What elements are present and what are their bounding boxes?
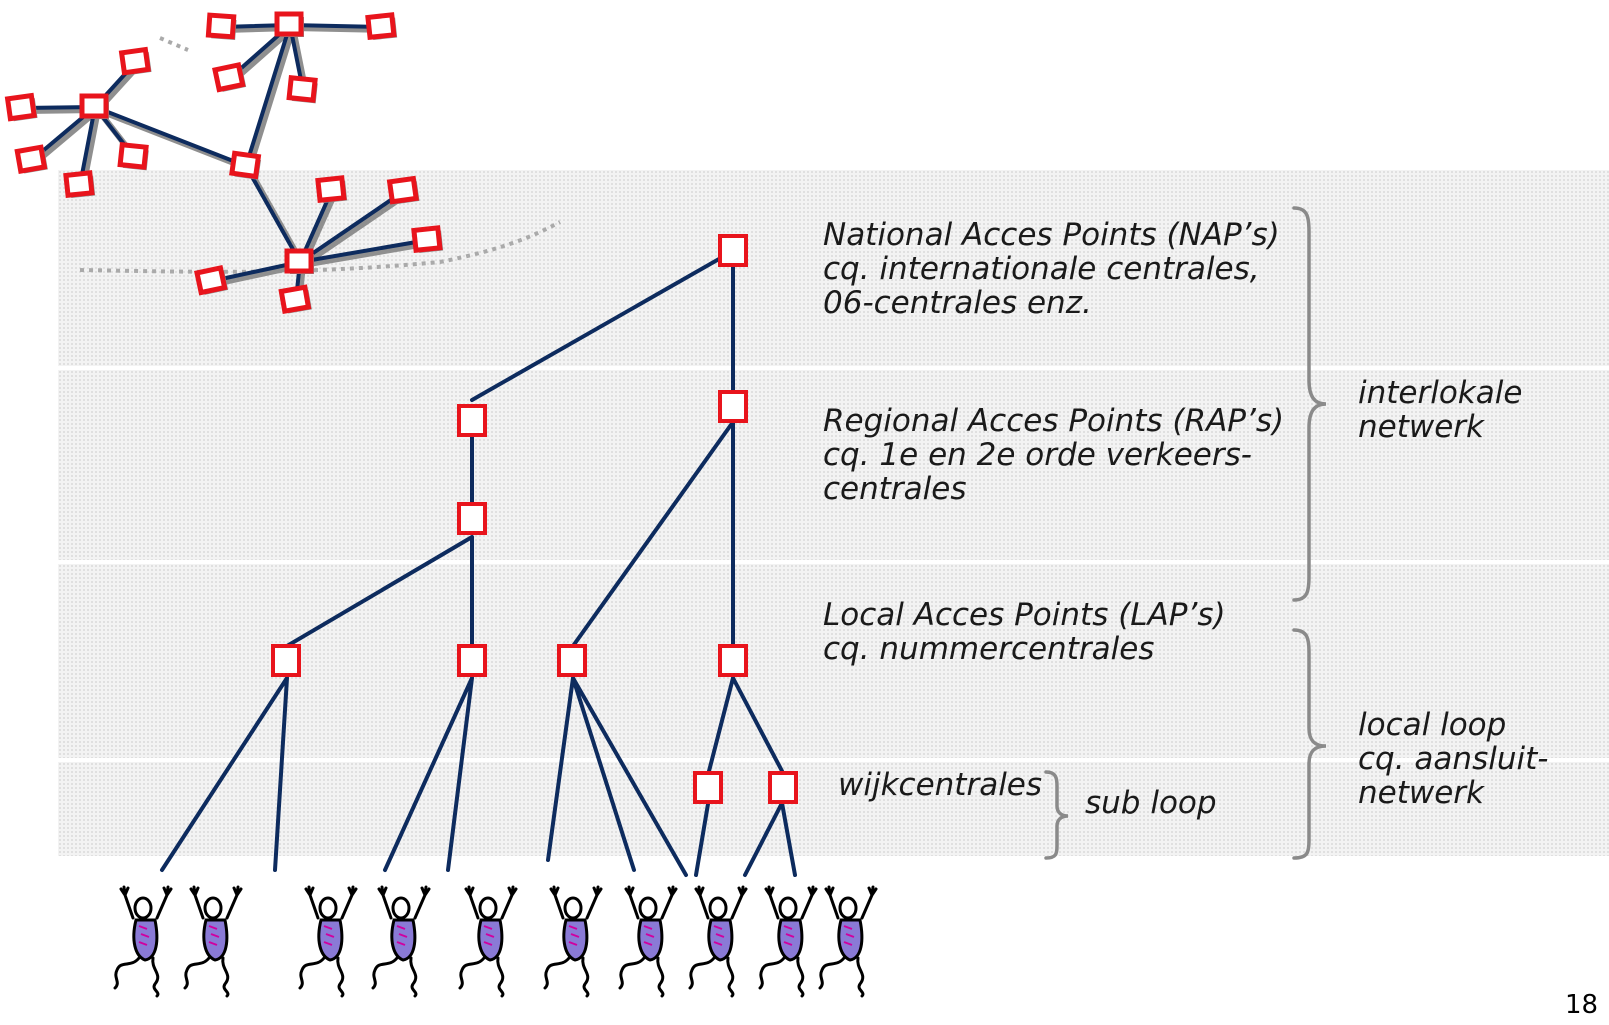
dancing-person-icon: [818, 885, 878, 998]
dancing-person-icon: [371, 885, 431, 998]
label-interlokaal: interlokale netwerk: [1358, 375, 1523, 445]
cluster-node: [411, 225, 444, 254]
cluster-node: [274, 11, 304, 37]
tree-nodes: [271, 234, 798, 804]
brace-localloop: [1292, 628, 1327, 860]
cluster-node: [229, 150, 262, 180]
node-nap: [718, 234, 748, 267]
cluster-node: [205, 12, 237, 40]
node-lap-2: [457, 644, 487, 677]
brace-subloop: [1044, 770, 1069, 860]
dancing-person-icon: [758, 885, 818, 998]
node-wijk-1: [693, 771, 723, 804]
cluster-node: [4, 92, 38, 122]
band-rap: [58, 370, 1609, 560]
brace-interlokaal: [1292, 206, 1327, 602]
node-lap-4: [718, 644, 748, 677]
dancing-person-icon: [543, 885, 603, 998]
dancing-person-icon: [458, 885, 518, 998]
node-lap-1: [271, 644, 301, 677]
cluster-node: [278, 284, 312, 315]
cluster-node: [284, 248, 314, 274]
cluster-node: [14, 144, 48, 175]
cluster-node: [79, 93, 109, 119]
dancing-person-icon: [688, 885, 748, 998]
cluster-node: [286, 74, 318, 104]
node-rap-left-lower: [457, 502, 487, 535]
cluster-node: [194, 264, 229, 296]
dancing-person-icon: [618, 885, 678, 998]
dancing-person-icon: [183, 885, 243, 998]
label-localloop: local loop cq. aansluit- netwerk: [1358, 707, 1549, 811]
label-lap: Local Acces Points (LAP’s) cq. nummercen…: [823, 597, 1226, 667]
node-rap-left: [457, 404, 487, 437]
node-rap-right: [718, 390, 748, 423]
label-wijkcentrales: wijkcentrales: [838, 767, 1043, 803]
dotted-boundaries: [79, 36, 561, 274]
cluster-node: [212, 61, 247, 93]
cluster-node: [117, 141, 149, 171]
label-subloop: sub loop: [1085, 785, 1217, 821]
band-wijk: [58, 762, 1609, 856]
band-lap: [58, 564, 1609, 758]
network-cluster-icon: [4, 11, 444, 315]
cluster-node: [63, 170, 96, 199]
cluster-node: [386, 175, 420, 205]
node-wijk-2: [768, 771, 798, 804]
node-lap-3: [557, 644, 587, 677]
page-number: 18: [1565, 990, 1599, 1020]
cluster-node: [118, 46, 152, 76]
dancing-person-icon: [113, 885, 173, 998]
cluster-node: [315, 175, 348, 204]
label-rap: Regional Acces Points (RAP’s) cq. 1e en …: [823, 403, 1285, 507]
band-nap: [58, 170, 1609, 366]
dancing-person-icon: [298, 885, 358, 998]
people-row: [113, 885, 878, 998]
label-nap: National Acces Points (NAP’s) cq. intern…: [823, 217, 1280, 321]
cluster-node: [365, 12, 398, 41]
braces: [1044, 206, 1327, 860]
